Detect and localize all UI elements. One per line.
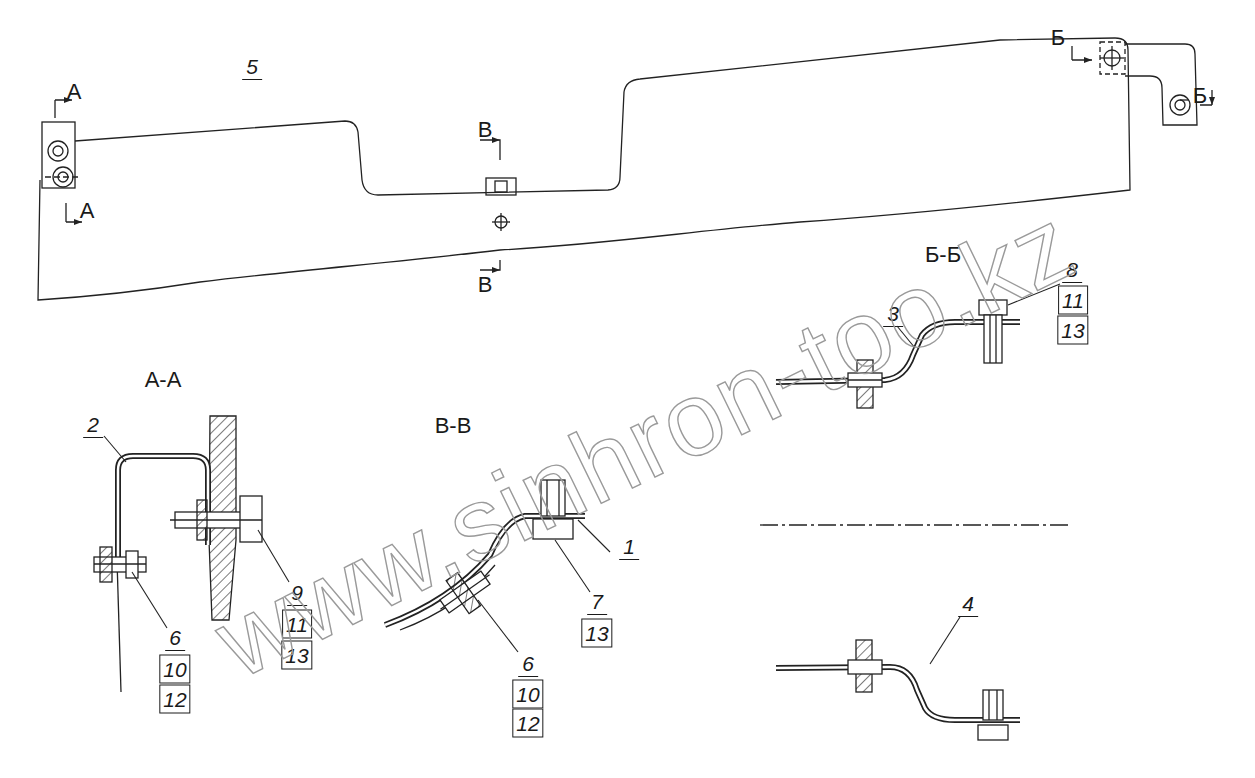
callout-number: 13 <box>581 619 612 648</box>
callout-number: 6 <box>518 653 538 677</box>
callout-number: 12 <box>512 709 543 738</box>
section-label: А-А <box>145 369 182 391</box>
section-label: А <box>80 200 95 222</box>
callout-number: 10 <box>159 655 190 684</box>
section-label: А <box>67 81 82 103</box>
callout-number: 12 <box>159 685 190 714</box>
callout-number: 10 <box>512 680 543 709</box>
section-label: В <box>478 274 493 296</box>
section-label: В <box>478 119 493 141</box>
callout-number: 4 <box>958 593 978 617</box>
callout-number: 7 <box>587 591 607 615</box>
callout-number: 2 <box>83 414 103 438</box>
section-label: В-В <box>435 415 472 437</box>
callout-number: 5 <box>242 56 262 80</box>
watermark: www.sinhron-too.kz <box>201 190 1089 695</box>
callout-number: 13 <box>1057 316 1088 345</box>
callout-number: 6 <box>165 627 185 651</box>
section-label: Б <box>1051 27 1065 49</box>
callout-number: 1 <box>619 536 639 560</box>
section-label: Б <box>1193 85 1207 107</box>
